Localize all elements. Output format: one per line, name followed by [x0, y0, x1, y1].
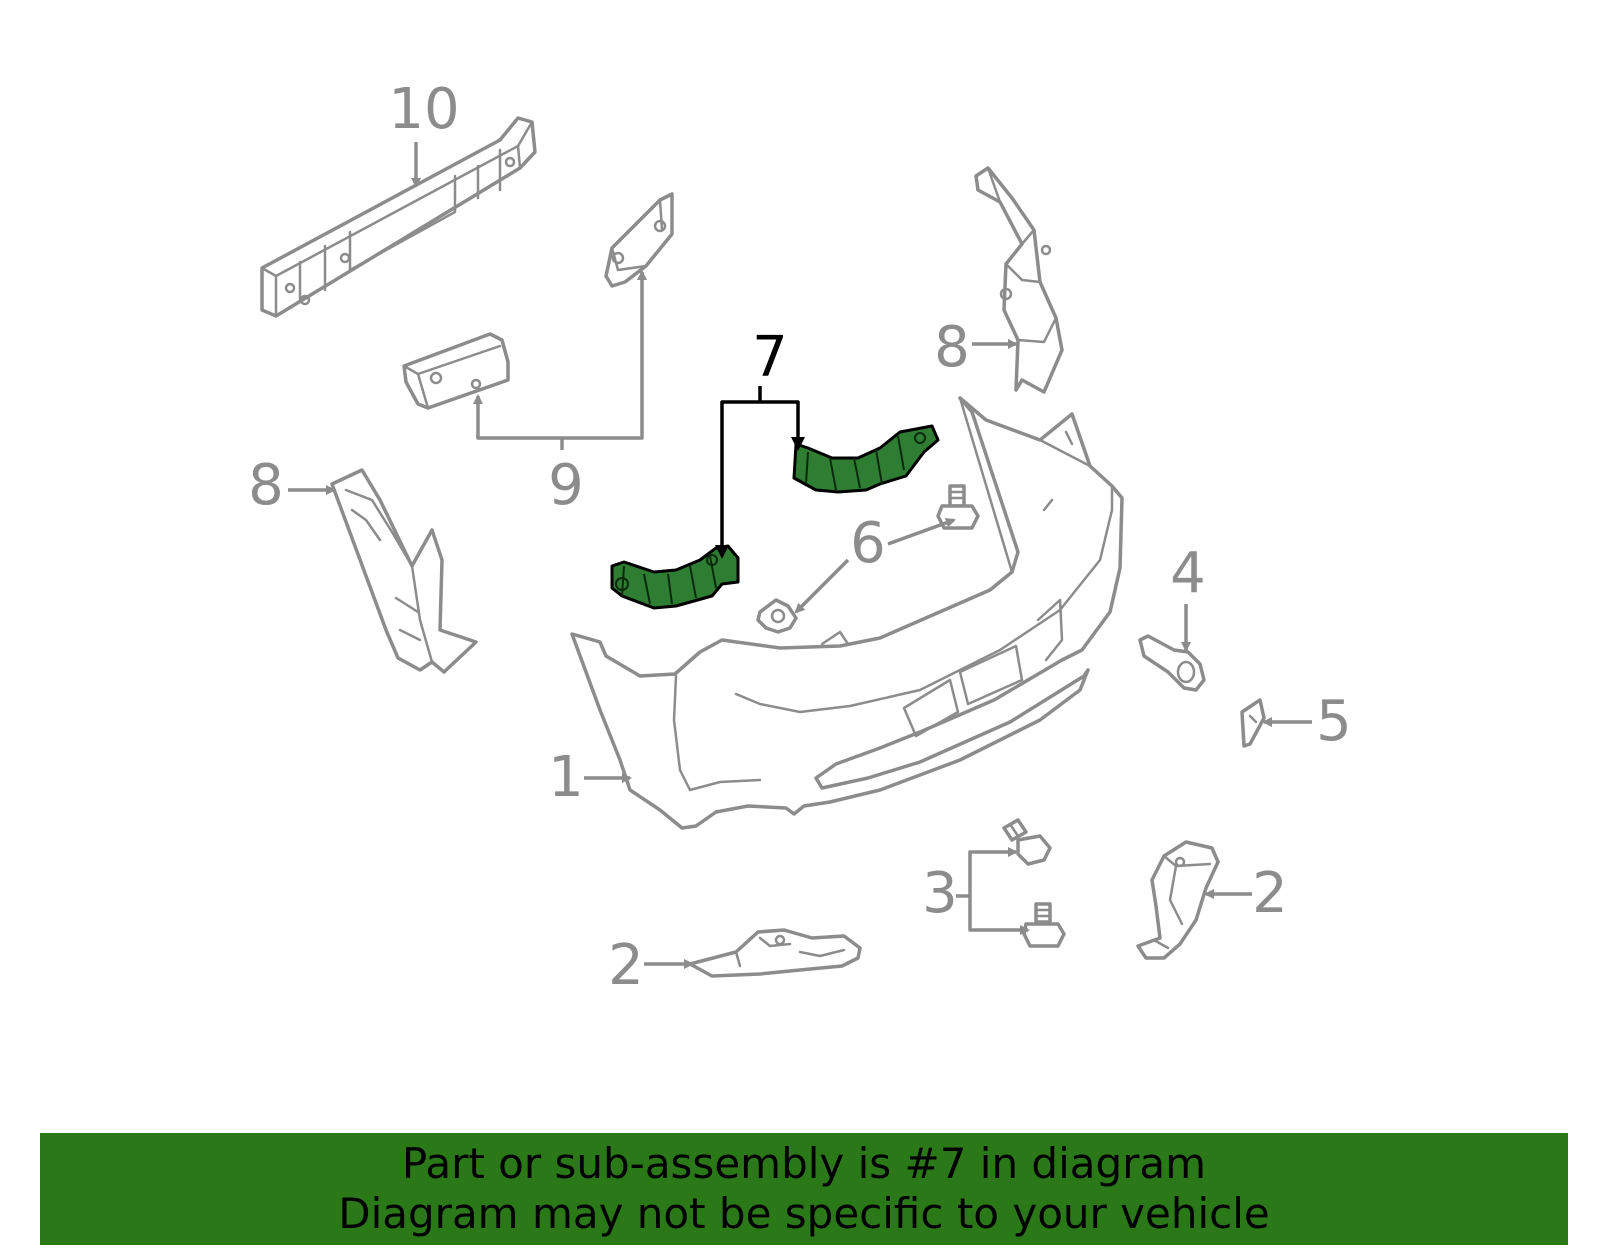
leader-7-lower [715, 400, 760, 559]
callout-2-right: 2 [1252, 861, 1288, 926]
leader-3-lower [968, 896, 1030, 935]
callout-5: 5 [1316, 689, 1352, 754]
part-7-bracket-upper [792, 424, 940, 494]
callout-2-left: 2 [608, 933, 644, 998]
callout-8-right: 8 [934, 315, 970, 380]
part-9-bracket-lower [402, 332, 510, 410]
leader-6-bolt [887, 518, 956, 546]
part-8-bracket-right [974, 166, 1064, 394]
part-5-clip [1240, 698, 1266, 748]
part-6-bolt [936, 484, 980, 530]
part-9-bracket-upper [604, 192, 674, 288]
part-10-reinforcement [260, 116, 537, 318]
part-1-bumper-cover [570, 396, 1124, 830]
part-6-clip [756, 598, 798, 634]
leader-7-upper [760, 400, 805, 451]
banner-line-1: Part or sub-assembly is #7 in diagram [401, 1139, 1207, 1188]
callout-labels: 10 9 8 8 7 6 4 5 1 3 2 2 [248, 77, 1352, 998]
part-7-bracket-lower [610, 544, 740, 610]
info-banner: Part or sub-assembly is #7 in diagram Di… [40, 1133, 1568, 1245]
leader-lines [288, 142, 1312, 969]
callout-7: 7 [752, 325, 788, 390]
callout-9: 9 [548, 453, 584, 518]
callout-10: 10 [388, 77, 459, 142]
part-3-bolt-upper [1002, 818, 1052, 866]
callout-4: 4 [1170, 541, 1206, 606]
part-2-bracket-left [688, 928, 862, 978]
callout-1: 1 [548, 745, 584, 810]
part-3-bolt-lower [1022, 902, 1066, 948]
callout-3: 3 [922, 861, 958, 926]
part-8-bracket-left [330, 468, 478, 674]
leader-lines-7 [715, 386, 805, 559]
part-4-bracket [1138, 634, 1206, 692]
leader-3-upper [968, 847, 1018, 896]
leader-6-clip [794, 558, 850, 614]
part-2-bracket-right [1136, 840, 1220, 960]
banner-line-2: Diagram may not be specific to your vehi… [338, 1189, 1270, 1238]
callout-8-left: 8 [248, 453, 284, 518]
callout-6: 6 [850, 511, 886, 576]
